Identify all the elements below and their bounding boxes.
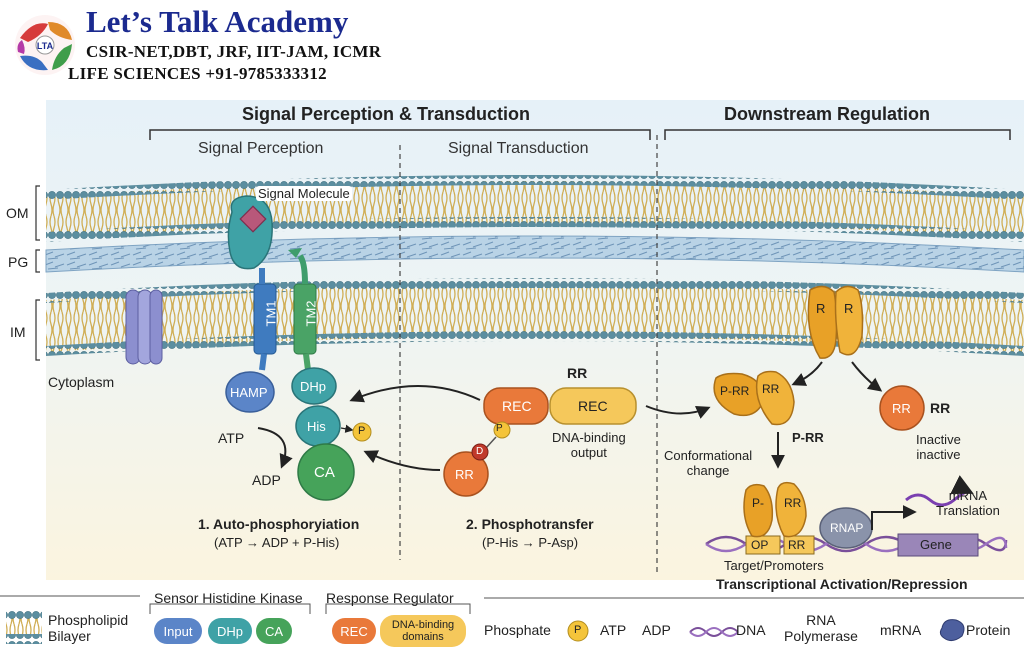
operator-rr-box [783,535,815,555]
dna-legend-icon [689,627,739,637]
inner-membrane [46,278,1024,356]
legend-input-pill: Input [154,618,202,644]
label-his: His [307,419,326,434]
header-downstream-regulation: Downstream Regulation [724,104,931,124]
label-im: IM [10,324,26,340]
label-rr-title: RR [567,365,588,381]
label-rec: REC [502,398,532,414]
rr-rec-domain [483,387,549,425]
legend-dna-binding-pill: DNA-binding domains [380,615,466,647]
label-adp: ADP [252,472,281,488]
inactive-rr [879,385,925,431]
label-prr-b: RR [762,382,780,396]
label-atp: ATP [218,430,245,446]
label-hamp: HAMP [230,385,268,400]
label-signal-molecule: Signal Molecule [256,186,352,201]
label-tm2-text: TM2 [303,300,319,327]
label-gene: Gene [920,537,952,552]
ca-domain [297,443,355,501]
phospholipid-legend-icon [6,611,42,644]
label-inactive: Inactive inactive [916,432,961,462]
membrane-channel-protein [125,289,163,365]
protein-legend-icon [939,619,965,642]
label-dhp: DHp [300,379,327,394]
label-tm1-text: TM1 [263,300,279,327]
asp-residue-icon [471,443,489,461]
label-ca: CA [314,464,335,481]
label-inactive-rr-b: RR [930,400,951,416]
step1-title: 1. Auto-phosphoryiation [198,516,360,532]
rr-phosphate-icon [493,421,511,439]
dhp-domain [291,367,337,405]
header-perception-transduction: Signal Perception & Transduction [242,104,531,124]
label-dimer-p: P- [752,496,764,510]
legend-phosphate: Phosphate [484,622,551,638]
label-op-rr: RR [788,538,806,552]
brand-contact: LIFE SCIENCES +91-9785333312 [68,64,327,83]
legend-rr-title: Response Regulator [326,590,454,606]
svg-text:LTA: LTA [37,41,54,51]
label-target-promoters: Target/Promoters [724,558,824,573]
label-rr-p: P [496,423,503,434]
label-dna-binding-output: DNA-binding output [552,430,626,460]
legend-sensor-title: Sensor Histidine Kinase [154,590,303,606]
peptidoglycan-layer [45,235,1024,273]
subheader-signal-transduction: Signal Transduction [448,140,589,157]
legend-dhp-pill: DHp [208,618,252,644]
legend-p: P [574,624,582,636]
brand-courses: CSIR-NET,DBT, JRF, IIT-JAM, ICMR [86,42,382,61]
rr-output-domain [549,387,637,425]
step2-title: 2. Phosphotransfer [466,516,594,532]
legend-ca-pill: CA [256,618,292,644]
legend-adp: ADP [642,622,671,638]
legend-protein: Protein [966,622,1011,638]
label-r2: R [844,301,854,316]
rr-small-domain [443,451,489,497]
label-pg: PG [8,254,29,270]
label-mrna-translation: mRNA Translation [936,488,1000,518]
gene-box [897,533,979,557]
label-rnap: RNAP [830,521,864,535]
step1-subtitle: (ATP → ADP + P-His) [214,535,340,550]
sensor-input-domain [227,195,273,270]
prr-complex [713,370,795,426]
label-inactive-rr-a: RR [892,401,911,416]
label-cytoplasm: Cytoplasm [48,374,115,390]
brand-title: Let’s Talk Academy [86,4,349,39]
his-phosphate-icon [352,422,372,442]
label-his-p: P [358,425,366,437]
label-r1: R [816,301,826,316]
membrane-rr-dimer [807,285,864,359]
subheader-signal-perception: Signal Perception [198,140,324,157]
label-asp-d: D [476,446,484,457]
legend-mrna: mRNA [880,622,922,638]
label-rec-output: REC [578,398,608,414]
label-om: OM [6,205,29,221]
step2-subtitle: (P-His → P-Asp) [482,535,579,550]
hamp-domain [225,371,275,413]
legend-dna: DNA [736,622,766,638]
legend-rna-polymerase: RNA Polymerase [784,612,858,644]
bound-rr-dimer [743,481,807,538]
phosphate-legend-icon [567,620,589,642]
label-op: OP [751,538,769,552]
legend-atp: ATP [600,622,627,638]
label-conformational-change: Conformational change [664,448,753,478]
label-rr-small: RR [455,467,474,482]
label-transcriptional-activation: Transcriptional Activation/Repression [716,576,968,592]
label-prr: P-RR [792,430,824,445]
legend-rec-pill: REC [332,618,376,644]
label-dimer-rr: RR [784,496,802,510]
academy-logo-icon: LTA [15,15,75,75]
label-prr-a: P-RR [720,384,750,398]
legend-phospholipid-label: Phospholipid Bilayer [48,612,129,644]
